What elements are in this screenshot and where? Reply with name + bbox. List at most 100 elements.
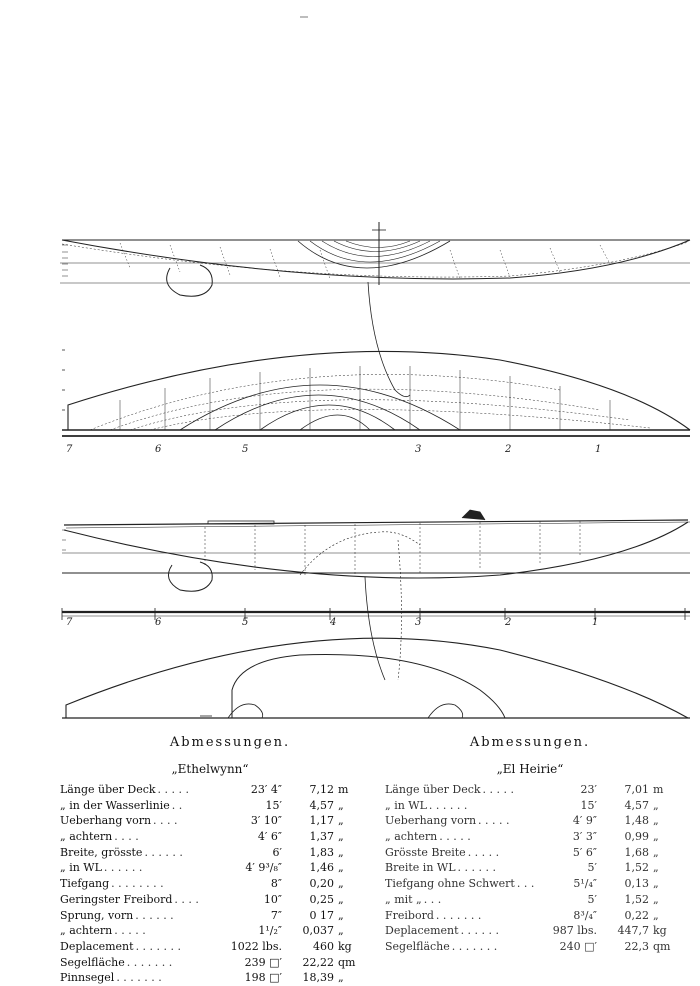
imperial-value: 1022 lbs. [230,939,282,953]
boat-name: „El Heirie“ [496,762,564,776]
scale-number: 5 [242,617,248,628]
metric-value: 1,52 [624,861,650,875]
metric-value: 0,20 [309,877,335,891]
scale-number: 6 [155,617,162,628]
leader-dots: . . . . . . . [135,939,182,953]
dimension-label: „ achtern [60,830,113,844]
leader-dots: . . [171,798,183,812]
unit-label: „ [338,814,344,828]
leader-dots: . . . . [153,814,178,828]
dimension-label: Deplacement [60,939,134,953]
dimension-label: Geringster Freibord [60,892,173,906]
imperial-value: 198 □′ [244,971,282,985]
metric-value: 0,25 [309,892,335,906]
unit-label: „ [338,830,344,844]
dimension-row: „ mit „. . .5′1,52„ [385,892,675,908]
unit-label: „ [653,877,659,891]
leader-dots: . . . . . . [457,861,496,875]
unit-label: „ [653,830,659,844]
imperial-value: 6′ [272,845,283,859]
metric-value: 0,037 [302,924,335,938]
unit-label: „ [338,971,344,985]
dimension-row: Sprung, vorn. . . . . .7″0 17„ [60,908,360,924]
dimension-label: „ achtern [60,924,113,938]
leader-dots: . . . . . [482,783,515,796]
dimension-label: Länge über Deck [60,783,156,796]
dimension-label: „ in WL [385,798,427,812]
unit-label: „ [338,798,344,812]
dimension-label: „ in WL [60,861,102,875]
scale-number: 2 [504,617,511,628]
unit-label: m [338,783,349,796]
scale-number: 3 [415,617,421,628]
leader-dots: . . . . . . [144,845,183,859]
metric-value: 460 [313,939,334,953]
dimension-row: „ achtern. . . .4′ 6″1,37„ [60,829,360,845]
scale-number: 1 [592,617,598,628]
dimensions-heading: Abmessungen. [169,735,291,750]
metric-value: 0 17 [309,908,335,922]
unit-label: kg [653,924,667,938]
imperial-value: 15′ [265,798,283,812]
scale-number: 6 [155,444,162,455]
imperial-value: 23′ [580,783,598,796]
leader-dots: . . . . . [467,845,500,859]
dimension-label: „ mit „ [385,892,422,906]
imperial-value: 10″ [263,892,282,906]
imperial-value: 8³/₄″ [573,908,597,922]
scale-bar [61,608,690,620]
dimension-row: Pinnsegel. . . . . . .198 □′18,39„ [60,970,360,986]
unit-label: „ [338,877,344,891]
imperial-value: 15′ [580,798,598,812]
hull-lines-drawings: 7 6 5 3 2 1 7 6 5 4 3 2 1 [60,16,691,719]
metric-value: 1,37 [309,830,335,844]
dimension-label: Länge über Deck [385,783,481,796]
imperial-value: 5′ 6″ [572,845,597,859]
el-heirie-profile-drawing [62,509,691,681]
dimension-label: Tiefgang ohne Schwert [385,877,515,891]
imperial-value: 5′ [587,861,598,875]
leader-dots: . . . . . . [460,924,500,938]
dimension-row: Ueberhang vorn. . . . .4′ 9″1,48„ [385,813,675,829]
dimension-row: „ in der Wasserlinie. . 15′ 4,57„ [60,798,360,814]
imperial-value: 240 □′ [559,939,597,953]
metric-value: 4,57 [624,798,650,812]
unit-label: „ [338,845,344,859]
leader-dots: . . . . . . [135,908,174,922]
dimension-row: „ achtern. . . . .3′ 3″0,99„ [385,829,675,845]
scale-number: 1 [595,444,601,455]
metric-value: 1,46 [309,861,335,875]
metric-value: 7,01 [624,783,650,796]
ethelwynn-profile-drawing [60,222,691,398]
dimension-label: Freibord [385,908,434,922]
metric-value: 4,57 [309,798,335,812]
dimension-row: Freibord. . . . . . .8³/₄″0,22„ [385,908,675,924]
dimension-row: Breite in WL. . . . . .5′1,52„ [385,860,675,876]
unit-label: „ [653,814,659,828]
metric-value: 1,68 [624,845,650,859]
dimension-label: Segelfläche [60,955,125,969]
dimension-row: Geringster Freibord. . . .10″0,25„ [60,892,360,908]
imperial-value: 3′ 3″ [572,830,597,844]
leader-dots: . . . . . . . [126,955,173,969]
dimension-label: Grösste Breite [385,845,466,859]
dimension-label: Ueberhang vorn [385,814,477,828]
unit-label: „ [653,845,659,859]
unit-label: „ [338,892,344,906]
leader-dots: . . . . . [114,924,146,938]
unit-label: „ [653,798,659,812]
leader-dots: . . . . . [439,830,471,844]
dimension-row: Breite, grösste. . . . . .6′1,83„ [60,845,360,861]
metric-value: 1,83 [309,845,335,859]
dimension-row: Ueberhang vorn. . . .3′ 10″1,17„ [60,813,360,829]
imperial-value: 987 lbs. [552,924,597,938]
dimension-label: „ in der Wasserlinie [60,798,170,812]
metric-value: 18,39 [302,971,335,985]
metric-value: 1,48 [624,814,650,828]
imperial-value: 23′ 4″ [250,783,282,796]
metric-value: 0,99 [624,830,650,844]
